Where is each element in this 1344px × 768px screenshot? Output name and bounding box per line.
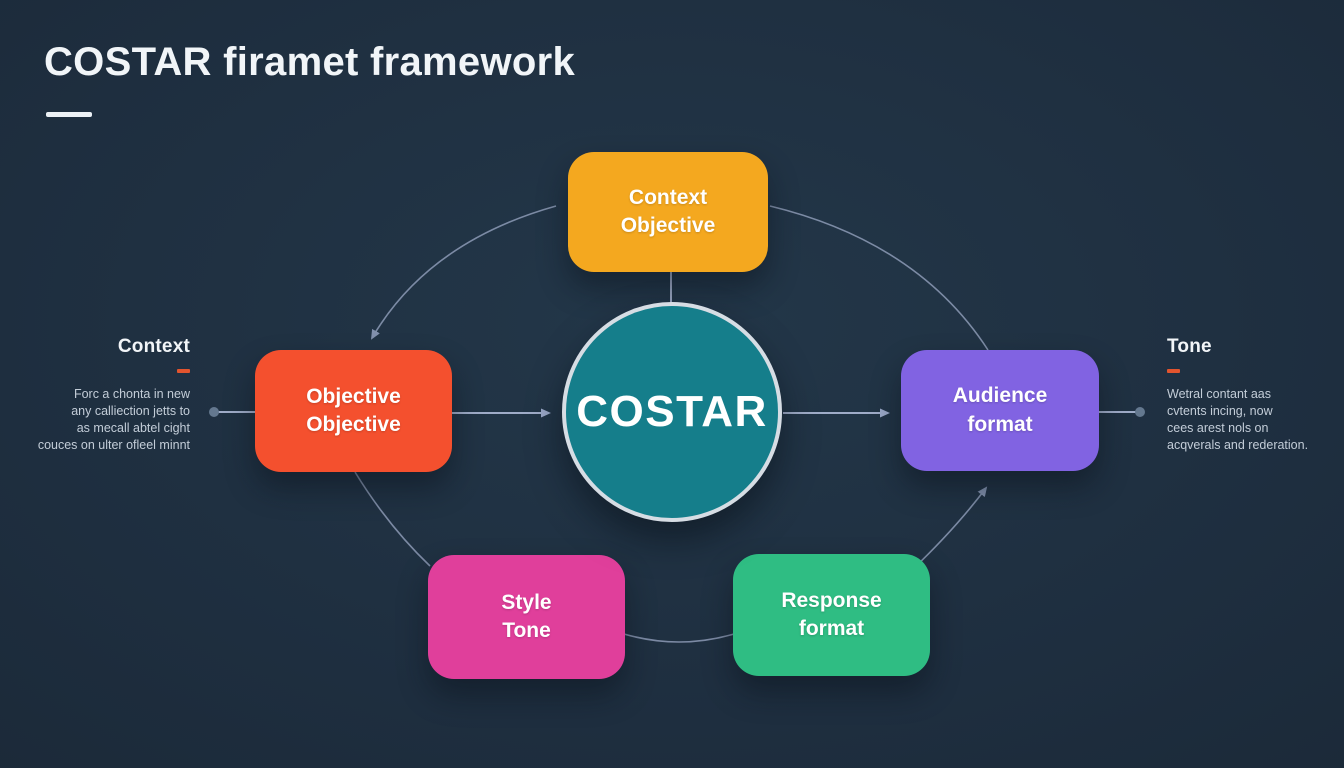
arc-bottom: [623, 633, 735, 643]
title-underline: [46, 112, 92, 117]
side-note-heading: Tone: [1167, 336, 1212, 357]
note-text-line: any calliection jetts to: [71, 404, 190, 418]
node-label-line: Objective: [306, 413, 401, 436]
arc-top-to-left-arrow: [370, 205, 557, 340]
note-text-line: Forc a chonta in new: [73, 387, 190, 401]
note-text-line: Wetral contant aas: [1167, 387, 1271, 401]
side-note-heading: Context: [117, 336, 190, 357]
page-title: COSTAR firamet framework: [44, 40, 576, 84]
node-response-format: Response format: [733, 554, 930, 676]
node-label-line: Style: [501, 590, 552, 614]
accent-dash: [177, 369, 190, 373]
right-endpoint-dot: [1135, 407, 1145, 417]
node-label-line: Audience: [952, 384, 1048, 408]
center-hub-circle: COSTAR: [562, 302, 782, 522]
side-note-tone: Tone Wetral contant aas cvtents incing, …: [1167, 336, 1344, 454]
node-label-line: Tone: [502, 619, 551, 642]
node-label-line: Context: [628, 185, 708, 209]
node-label-line: format: [967, 412, 1033, 436]
node-label-line: Objective: [620, 214, 716, 237]
node-label-line: Objective: [306, 384, 401, 408]
arc-left-to-bottomleft: [354, 471, 431, 567]
note-text-line: cees arest nols on: [1167, 421, 1269, 435]
note-text-line: couces on ulter ofleel minnt: [37, 438, 190, 452]
note-text-line: acqverals and rederation.: [1167, 438, 1309, 452]
node-audience-format: Audience format: [901, 350, 1099, 471]
accent-dash: [1167, 369, 1180, 373]
node-context-objective: Context Objective: [568, 152, 768, 272]
node-label-line: Response: [781, 588, 882, 612]
arc-bottomright-to-right-arrow: [911, 486, 988, 571]
left-endpoint-dot: [209, 407, 219, 417]
arc-top-to-right: [769, 205, 989, 351]
node-label-line: format: [798, 617, 865, 640]
note-text-line: cvtents incing, now: [1167, 404, 1273, 418]
side-note-context: Context Forc a chonta in new any calliec…: [0, 336, 190, 454]
node-objective: Objective Objective: [255, 350, 452, 472]
center-hub-label: COSTAR: [576, 387, 768, 436]
node-style-tone: Style Tone: [428, 555, 625, 679]
note-text-line: as mecall abtel cight: [76, 421, 190, 435]
